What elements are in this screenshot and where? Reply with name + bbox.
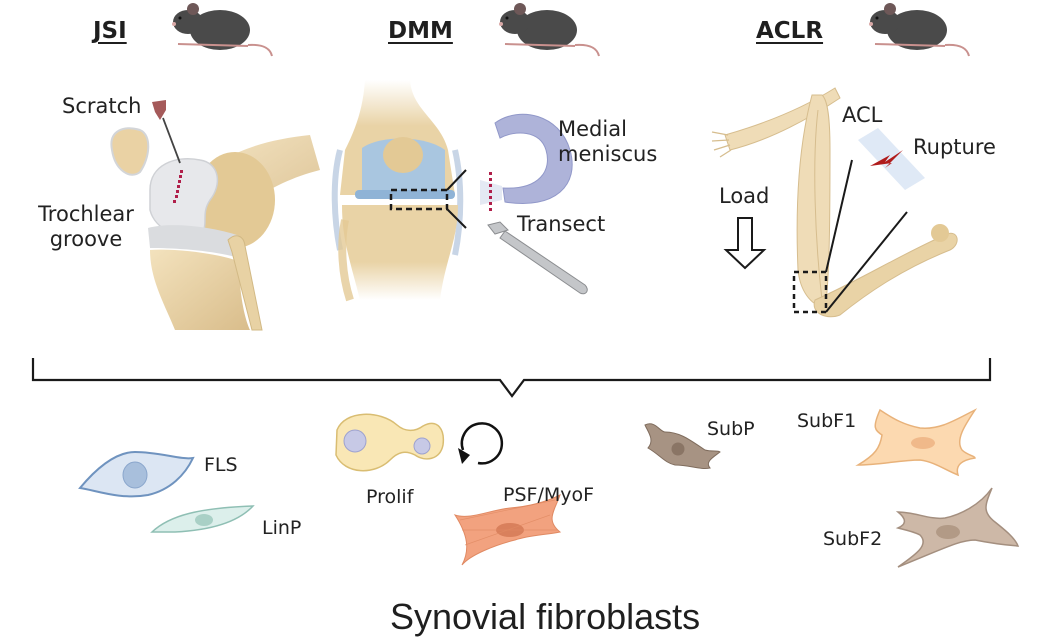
bracket — [31, 358, 992, 398]
label-subf2: SubF2 — [823, 528, 883, 550]
label-subp: SubP — [707, 418, 755, 440]
label-transect: Transect — [517, 212, 606, 236]
label-subf1: SubF1 — [797, 410, 857, 432]
aclr-limb-illustration — [711, 87, 958, 318]
label-prolif: Prolif — [366, 486, 414, 508]
mouse-icon-dmm — [498, 2, 600, 57]
footer-title: Synovial fibroblasts — [390, 596, 701, 637]
cell-fls — [78, 450, 195, 498]
label-scratch: Scratch — [62, 94, 142, 118]
cell-psf-myof — [453, 494, 562, 566]
model-title-aclr: ACLR — [756, 18, 824, 44]
mouse-icon-aclr — [868, 2, 970, 57]
model-title-dmm: DMM — [388, 18, 453, 44]
label-linp: LinP — [262, 517, 302, 539]
label-meniscus: meniscus — [558, 142, 658, 166]
label-groove: groove — [49, 227, 123, 251]
label-acl: ACL — [842, 103, 883, 127]
label-trochlear-groove: Trochlear groove — [30, 202, 142, 252]
dmm-knee-illustration — [331, 80, 588, 302]
jsi-knee-illustration — [110, 100, 320, 331]
label-fls: FLS — [204, 454, 238, 476]
label-psf-myof: PSF/MyoF — [503, 484, 595, 506]
cycle-arrow-icon — [458, 422, 504, 465]
cell-linp — [150, 505, 255, 533]
model-title-jsi: JSI — [93, 18, 127, 44]
cell-subp — [644, 423, 721, 469]
label-rupture: Rupture — [913, 135, 996, 159]
label-trochlear: Trochlear — [38, 202, 134, 226]
label-medial: Medial — [558, 117, 627, 141]
cell-subf2 — [895, 487, 1020, 568]
label-load: Load — [719, 184, 770, 208]
cell-subf1 — [855, 408, 978, 477]
label-medial-meniscus: Medial meniscus — [558, 117, 657, 167]
cell-prolif — [335, 413, 445, 472]
mouse-icon-jsi — [171, 2, 273, 57]
